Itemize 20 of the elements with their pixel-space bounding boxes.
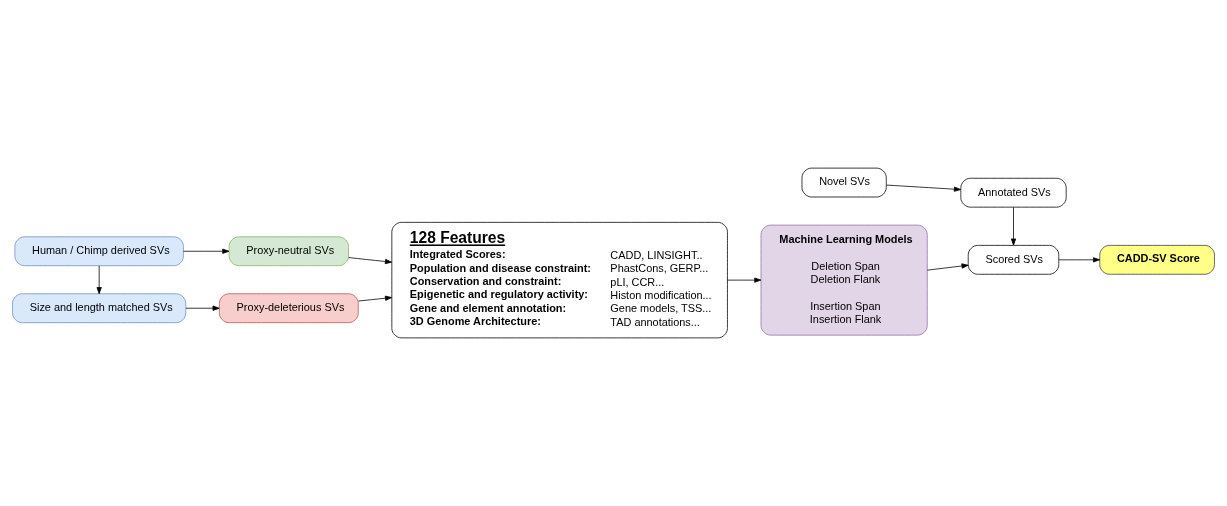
arrow xyxy=(183,248,230,254)
node-box: Novel SVs xyxy=(801,167,887,198)
node-box: 128 Features Integrated Scores: CADD, LINSIGHT.. Population and disease constraint: PhastCons, GERP... Conservation and constraint: pLI, CCR... Epigenetic and regulatory activity: Histon modification... Gene and element annotation: Gene models, TSS... 3D Genome Architecture: TAD annotations... xyxy=(391,222,728,339)
arrow xyxy=(96,265,102,295)
node-box: Proxy-deleterious SVs xyxy=(218,293,359,324)
arrow xyxy=(926,263,969,271)
node-box: Size and length matched SVs xyxy=(12,293,187,324)
arrow xyxy=(727,277,762,283)
node-box: Machine Learning Models Deletion Span Deletion Flank Insertion Span Insertion Flank xyxy=(760,224,928,336)
arrow xyxy=(1010,206,1017,246)
node-box: Scored SVs xyxy=(967,245,1060,275)
arrow xyxy=(185,305,220,311)
node-box: CADD-SV Score xyxy=(1099,245,1215,275)
node-box: Proxy-neutral SVs xyxy=(228,236,349,267)
node-box: Annotated SVs xyxy=(960,177,1067,208)
arrow xyxy=(886,184,961,192)
arrow xyxy=(1058,257,1101,263)
arrow xyxy=(358,295,393,302)
arrow xyxy=(348,257,392,265)
node-box: Human / Chimp derived SVs xyxy=(14,236,184,267)
